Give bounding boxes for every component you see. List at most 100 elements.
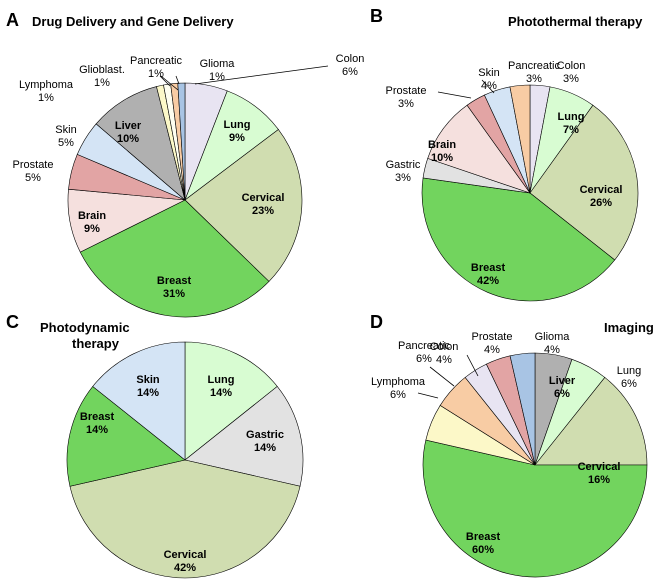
slice-value-cervical: 42%: [174, 562, 196, 574]
slice-label-brain: Brain: [78, 210, 106, 222]
slice-label-lymphoma: Lymphoma: [371, 376, 426, 388]
panel-d-title: Imaging: [604, 320, 654, 335]
pie-slice-cervical: [69, 459, 301, 579]
pie-slice-cervical: [184, 129, 303, 282]
panel-d-letter: D: [370, 312, 383, 332]
leader-line: [429, 366, 455, 387]
slice-label-brain: Brain: [428, 139, 456, 151]
slice-value-pancreatic: 1%: [148, 68, 164, 80]
panel-c-title-line1: Photodynamic: [40, 320, 130, 335]
slice-value-colon: 6%: [342, 66, 358, 78]
panel-c-labels: Lung14%Gastric14%Cervical42%Breast14%Ski…: [80, 374, 284, 574]
panel-b-leaders: [437, 79, 495, 99]
slice-label-breast: Breast: [157, 275, 192, 287]
slice-label-breast: Breast: [471, 262, 506, 274]
slice-label-lung: Lung: [617, 365, 641, 377]
pie-slice-lung: [184, 341, 278, 461]
slice-value-pancreatic: 3%: [526, 73, 542, 85]
pie-slice-glioma: [177, 82, 186, 201]
slice-label-glioblast: Glioblast.: [79, 64, 125, 76]
slice-label-lung: Lung: [558, 111, 585, 123]
slice-label-pancreatic: Pancreatic: [398, 340, 450, 352]
slice-value-brain: 9%: [84, 223, 100, 235]
panel-a-leaders: [159, 65, 329, 91]
leader-line: [160, 75, 179, 91]
slice-value-cervical: 26%: [590, 197, 612, 209]
slice-label-cervical: Cervical: [242, 192, 285, 204]
slice-label-skin: Skin: [478, 67, 499, 79]
leader-line: [437, 91, 472, 99]
pie-slice-breast: [422, 439, 648, 578]
slice-label-breast: Breast: [466, 531, 501, 543]
panel-c-slices: [66, 341, 304, 579]
slice-value-brain: 10%: [431, 152, 453, 164]
slice-label-colon: Colon: [336, 53, 365, 65]
panel-d-leaders: [417, 354, 479, 399]
slice-label-pancreatic: Pancreatic: [508, 60, 560, 72]
slice-value-lung: 6%: [621, 378, 637, 390]
panel-a: A Drug Delivery and Gene Delivery Colon6…: [6, 10, 365, 318]
slice-label-pancreatic: Pancreatic: [130, 55, 182, 67]
slice-label-breast: Breast: [80, 411, 115, 423]
slice-value-liver: 6%: [554, 388, 570, 400]
slice-value-skin: 5%: [58, 137, 74, 149]
panel-d: D Imaging Liver6%Lung6%Cervical16%Breast…: [370, 312, 654, 578]
slice-value-gastric: 14%: [254, 442, 276, 454]
panel-b-slices: [421, 84, 639, 302]
slice-value-breast: 31%: [163, 288, 185, 300]
slice-label-prostate: Prostate: [13, 159, 54, 171]
panel-b-labels: Colon3%Lung7%Cervical26%Breast42%Gastric…: [386, 60, 623, 287]
pie-slice-breast: [66, 386, 186, 487]
leader-line: [417, 392, 439, 399]
pie-slice-breast: [421, 177, 616, 302]
pie-slice-gastric: [184, 386, 304, 487]
slice-value-colon: 3%: [563, 73, 579, 85]
slice-value-prostate: 5%: [25, 172, 41, 184]
slice-label-gastric: Gastric: [386, 159, 421, 171]
slice-label-lung: Lung: [224, 119, 251, 131]
slice-label-skin: Skin: [136, 374, 160, 386]
leader-line: [466, 354, 479, 377]
slice-label-skin: Skin: [55, 124, 76, 136]
leader-line: [481, 79, 495, 94]
slice-label-glioma: Glioma: [200, 58, 236, 70]
slice-value-lung: 14%: [210, 387, 232, 399]
panel-c: C Photodynamic therapy Lung14%Gastric14%…: [6, 312, 304, 579]
slice-label-cervical: Cervical: [580, 184, 623, 196]
slice-label-gastric: Gastric: [246, 429, 284, 441]
slice-value-lung: 9%: [229, 132, 245, 144]
slice-label-cervical: Cervical: [578, 461, 621, 473]
pie-slice-skin: [92, 341, 186, 461]
slice-label-prostate: Prostate: [472, 331, 513, 343]
panel-a-labels: Colon6%Lung9%Cervical23%Breast31%Brain9%…: [13, 53, 365, 300]
slice-value-prostate: 4%: [484, 344, 500, 356]
slice-label-lymphoma: Lymphoma: [19, 79, 74, 91]
slice-value-liver: 10%: [117, 133, 139, 145]
slice-label-glioma: Glioma: [535, 331, 571, 343]
slice-label-liver: Liver: [549, 375, 576, 387]
slice-value-gastric: 3%: [395, 172, 411, 184]
panel-d-labels: Liver6%Lung6%Cervical16%Breast60%Lymphom…: [371, 331, 641, 556]
slice-label-colon: Colon: [430, 341, 459, 353]
slice-value-colon: 4%: [436, 354, 452, 366]
slice-label-lung: Lung: [208, 374, 235, 386]
slice-value-skin: 4%: [481, 80, 497, 92]
slice-value-breast: 14%: [86, 424, 108, 436]
slice-value-breast: 42%: [477, 275, 499, 287]
leader-line: [175, 75, 180, 85]
slice-value-glioma: 4%: [544, 344, 560, 356]
slice-value-skin: 14%: [137, 387, 159, 399]
panel-b: B Photothermal therapy Colon3%Lung7%Cerv…: [370, 6, 643, 302]
pie-slice-pancreatic: [509, 84, 531, 194]
slice-value-cervical: 23%: [252, 205, 274, 217]
leader-line: [159, 75, 171, 87]
leader-line: [194, 65, 329, 85]
pie-slice-breast: [79, 199, 270, 318]
slice-label-liver: Liver: [115, 120, 142, 132]
slice-value-lymphoma: 1%: [38, 92, 54, 104]
pie-slice-cervical: [534, 377, 648, 466]
panel-b-letter: B: [370, 6, 383, 26]
panel-a-title: Drug Delivery and Gene Delivery: [32, 14, 234, 29]
